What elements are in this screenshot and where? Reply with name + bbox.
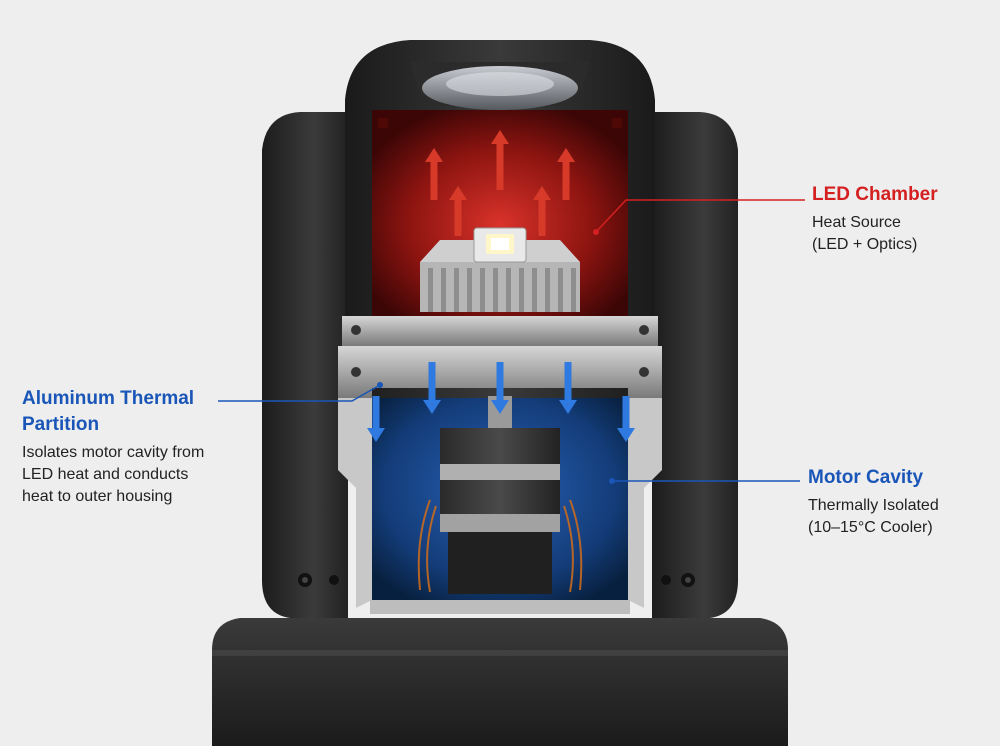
arrow-down-icon — [559, 362, 577, 414]
motor-cavity-leader — [609, 478, 800, 484]
arrow-down-icon — [367, 396, 385, 442]
led-heatsink — [420, 240, 580, 312]
motor-cavity-description: Thermally Isolated (10–15°C Cooler) — [808, 495, 939, 539]
led-chamber-description: Heat Source (LED + Optics) — [812, 212, 938, 256]
left-yoke-arm — [262, 112, 348, 618]
partition-leader — [218, 382, 383, 402]
led-chamber-desc-line-2: (LED + Optics) — [812, 236, 918, 253]
arrow-down-icon — [491, 362, 509, 414]
stepper-motor-icon — [417, 396, 583, 594]
led-chamber-leader — [593, 199, 805, 235]
arrow-up-icon — [425, 148, 443, 200]
lens-assembly — [410, 62, 590, 110]
thermal-partition-desc-line-1: Isolates motor cavity from — [22, 444, 205, 461]
led-chamber-title: LED Chamber — [812, 184, 938, 205]
motor-cavity-title: Motor Cavity — [808, 467, 924, 488]
arrow-up-icon — [557, 148, 575, 200]
fixture-base — [212, 618, 788, 746]
thermal-partition-title: Aluminum Thermal Partition — [22, 386, 262, 438]
airflow-arrows — [367, 130, 635, 442]
right-yoke-arm — [652, 112, 738, 618]
motor-cavity-desc-line-2: (10–15°C Cooler) — [808, 519, 933, 536]
thermal-partition-title-line-1: Aluminum Thermal — [22, 388, 195, 409]
motor-cavity-desc-line-1: Thermally Isolated — [808, 497, 939, 514]
led-chip-icon — [473, 227, 527, 263]
motor-cavity-label: Motor Cavity Thermally Isolated (10–15°C… — [808, 465, 939, 539]
arrow-up-icon — [491, 130, 509, 190]
arrow-down-icon — [617, 396, 635, 442]
led-chamber-label: LED Chamber Heat Source (LED + Optics) — [812, 182, 938, 256]
arrow-down-icon — [423, 362, 441, 414]
thermal-partition-label: Aluminum Thermal Partition Isolates moto… — [22, 386, 262, 508]
arrow-up-icon — [533, 186, 551, 236]
thermal-partition-desc-line-2: LED heat and conducts — [22, 466, 189, 483]
led-chamber-desc-line-1: Heat Source — [812, 214, 901, 231]
arrow-up-icon — [449, 186, 467, 236]
thermal-partition-desc-line-3: heat to outer housing — [22, 488, 173, 505]
thermal-partition-description: Isolates motor cavity from LED heat and … — [22, 442, 262, 508]
thermal-partition-title-line-2: Partition — [22, 414, 100, 435]
